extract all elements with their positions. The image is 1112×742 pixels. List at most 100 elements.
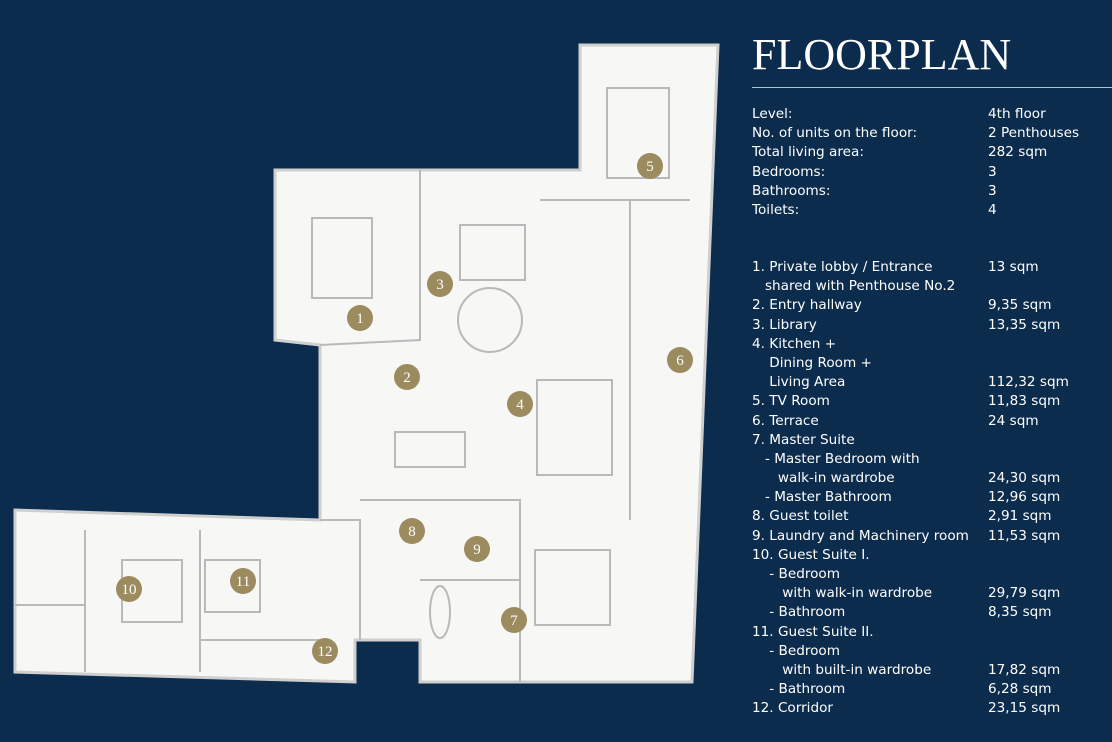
row-value: 24 sqm: [988, 412, 1039, 429]
room-marker-7: 7: [501, 607, 527, 633]
marker-circle: [507, 391, 533, 417]
room-row: Dining Room +: [752, 354, 969, 373]
row-value: 282 sqm: [988, 144, 1048, 161]
room-row: - Master Bathroom 12,96 sqm: [752, 488, 1060, 507]
row-label: - Master Bedroom with: [752, 450, 920, 467]
row-value: 2,91 sqm: [988, 508, 1052, 525]
marker-circle: [427, 271, 453, 297]
row-label: 3. Library: [752, 316, 817, 333]
summary-row: Bedrooms:3: [752, 163, 997, 182]
summary-row: Bathrooms: 3: [752, 182, 997, 201]
room-row: 7. Master Suite: [752, 431, 969, 450]
row-label: Dining Room +: [752, 354, 872, 371]
row-label: No. of units on the floor:: [752, 125, 918, 142]
row-label: Toilets:: [752, 201, 800, 218]
room-marker-4: 4: [507, 391, 533, 417]
marker-number: 1: [356, 311, 364, 327]
marker-number: 7: [510, 613, 518, 629]
row-value: 17,82 sqm: [988, 661, 1061, 678]
room-marker-2: 2: [394, 364, 420, 390]
marker-number: 9: [473, 542, 481, 558]
marker-number: 5: [646, 159, 654, 175]
room-marker-1: 1: [347, 305, 373, 331]
row-label: with built-in wardrobe: [752, 661, 932, 678]
floorplan-outline: [13, 43, 720, 684]
row-label: 9. Laundry and Machinery room: [752, 527, 969, 544]
marker-number: 3: [436, 277, 444, 293]
row-value: 3: [988, 182, 997, 199]
room-row: Living Area 112,32 sqm: [752, 373, 1069, 392]
row-value: 13 sqm: [988, 259, 1039, 275]
room-list: 1. Private lobby / Entrance 13 sqm shared…: [752, 258, 1069, 719]
row-label: 12. Corridor: [752, 700, 833, 717]
row-label: 1. Private lobby / Entrance: [752, 259, 933, 275]
marker-number: 4: [516, 397, 524, 413]
row-value: 23,15 sqm: [988, 700, 1061, 717]
row-value: 24,30 sqm: [988, 470, 1061, 487]
summary-row: Total living area: 282 sqm: [752, 143, 1047, 162]
room-row: 4. Kitchen +: [752, 335, 969, 354]
marker-circle: [347, 305, 373, 331]
room-row: - Bedroom: [752, 565, 969, 584]
title-divider: [752, 87, 1112, 88]
room-marker-5: 5: [637, 153, 663, 179]
row-label: 10. Guest Suite I.: [752, 546, 870, 563]
room-marker-11: 11: [230, 568, 256, 594]
room-row: 12. Corridor 23,15 sqm: [752, 699, 1060, 718]
room-row: 3. Library 13,35 sqm: [752, 316, 1060, 335]
room-row: with built-in wardrobe 17,82 sqm: [752, 661, 1060, 680]
row-label: 7. Master Suite: [752, 431, 855, 448]
row-label: Total living area:: [752, 144, 864, 161]
marker-circle: [637, 153, 663, 179]
row-label: - Bedroom: [752, 642, 840, 659]
summary-row: No. of units on the floor:2 Penthouses: [752, 124, 1079, 143]
row-value: 9,35 sqm: [988, 297, 1052, 314]
row-value: 4th floor: [988, 106, 1046, 122]
row-label: - Bathroom: [752, 681, 846, 698]
room-row: 9. Laundry and Machinery room 11,53 sqm: [752, 527, 1060, 546]
row-value: 11,53 sqm: [988, 527, 1061, 544]
row-label: - Master Bathroom: [752, 489, 892, 506]
row-value: 4: [988, 201, 997, 218]
marker-number: 11: [236, 574, 250, 590]
row-label: Bathrooms:: [752, 182, 831, 199]
marker-circle: [312, 638, 338, 664]
room-row: shared with Penthouse No.2: [752, 277, 969, 296]
row-value: 11,83 sqm: [988, 393, 1061, 410]
row-label: shared with Penthouse No.2: [752, 278, 956, 295]
row-label: 4. Kitchen +: [752, 335, 837, 352]
marker-number: 10: [122, 582, 137, 598]
room-marker-9: 9: [464, 536, 490, 562]
marker-circle: [394, 364, 420, 390]
room-marker-12: 12: [312, 638, 338, 664]
row-label: Living Area: [752, 374, 846, 391]
row-label: 11. Guest Suite II.: [752, 623, 874, 640]
marker-circle: [501, 607, 527, 633]
row-value: 13,35 sqm: [988, 316, 1061, 333]
row-value: 112,32 sqm: [988, 374, 1069, 391]
room-row: 10. Guest Suite I.: [752, 546, 969, 565]
room-row: - Bathroom 6,28 sqm: [752, 680, 1051, 699]
summary-row: Toilets: 4: [752, 201, 997, 220]
room-row: - Bedroom: [752, 642, 969, 661]
row-value: 29,79 sqm: [988, 585, 1061, 602]
marker-circle: [230, 568, 256, 594]
row-label: - Bedroom: [752, 566, 840, 582]
room-row: 11. Guest Suite II.: [752, 623, 969, 642]
row-value: 6,28 sqm: [988, 681, 1052, 698]
room-marker-10: 10: [116, 576, 142, 602]
row-value: 12,96 sqm: [988, 489, 1061, 506]
row-value: 3: [988, 163, 997, 180]
marker-circle: [464, 536, 490, 562]
room-marker-3: 3: [427, 271, 453, 297]
row-label: 6. Terrace: [752, 412, 819, 429]
row-value: 8,35 sqm: [988, 604, 1052, 621]
marker-circle: [399, 518, 425, 544]
